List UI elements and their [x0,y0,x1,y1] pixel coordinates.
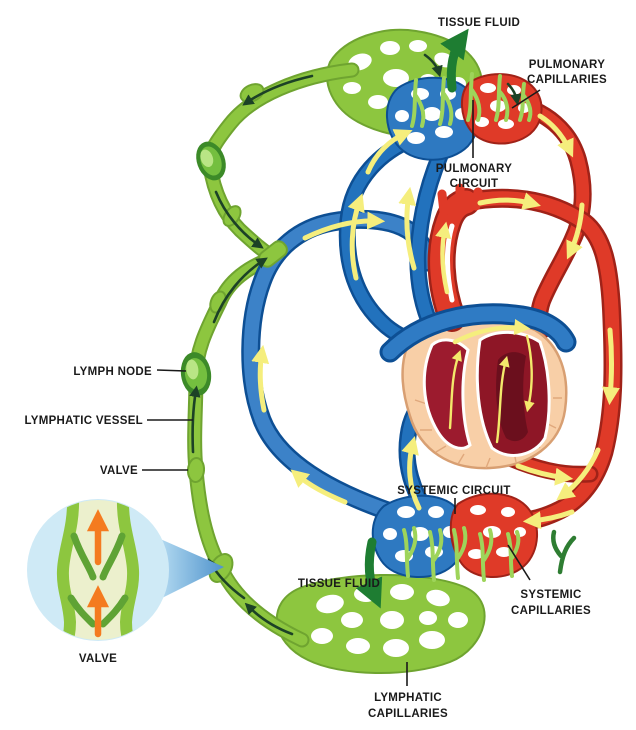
label-tissue-fluid-bottom: TISSUE FLUID [298,578,380,590]
label-systemic-capillaries-2: CAPILLARIES [511,605,591,617]
leader-pulmonary-capillaries [511,89,541,109]
label-lymphatic-capillaries-1: LYMPHATIC [374,692,442,704]
heart [401,316,568,470]
band-flow-arrow [452,319,531,345]
label-inset-valve: VALVE [79,653,117,665]
tissue-fluid-arrow-bottom [355,537,383,609]
leader-lines [142,89,541,686]
valve-flaps [67,532,129,628]
lymph-fingers-bottom [402,526,521,582]
lymph-fingers-top [410,72,533,128]
label-valve: VALVE [100,465,138,477]
lymph-fingers-dark [551,529,577,575]
lymph-node-upper [196,141,226,181]
label-systemic-circuit: SYSTEMIC CIRCUIT [397,485,510,497]
label-lymph-node: LYMPH NODE [73,366,152,378]
lymph-flow-arrows [189,53,522,636]
label-pulmonary-capillaries-2: CAPILLARIES [527,74,607,86]
blood-flow-arrows [251,113,620,530]
tissue-fluid-arrow-top [440,28,469,93]
vein-big-loop [241,209,437,532]
valve-inset [27,499,224,641]
heart-inner-flow-arrows [448,334,535,444]
label-tissue-fluid-top: TISSUE FLUID [438,17,520,29]
magnifier-cone [158,538,224,600]
lymph-node-labeled [180,352,212,396]
labels: TISSUE FLUID PULMONARY CAPILLARIES PULMO… [24,17,607,720]
arch-flow-arrow [435,221,452,295]
leader-lymph-node [156,369,187,372]
label-pulmonary-capillaries-1: PULMONARY [529,59,605,71]
label-systemic-capillaries-1: SYSTEMIC [520,589,581,601]
label-pulmonary-circuit-2: CIRCUIT [450,178,499,190]
pulmonary-trunk-band [379,303,577,363]
heart-chamber-left [422,338,472,450]
label-lymphatic-capillaries-2: CAPILLARIES [368,708,448,720]
aortic-arch [427,183,483,332]
label-lymphatic-vessel: LYMPHATIC VESSEL [24,415,143,427]
label-pulmonary-circuit-1: PULMONARY [436,163,512,175]
leader-systemic-capillaries [507,544,531,581]
